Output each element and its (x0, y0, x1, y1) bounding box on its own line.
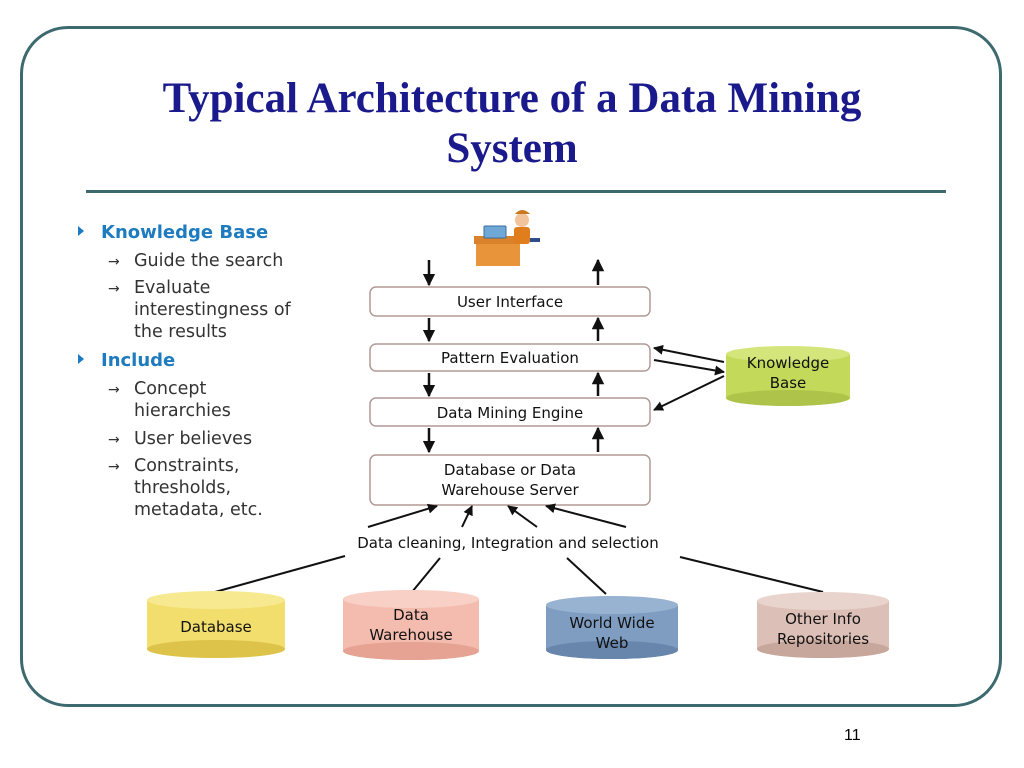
layer-data-mining-engine: Data Mining Engine (369, 397, 651, 427)
source-other-info-cylinder: Other Info Repositories (757, 592, 889, 658)
sub-bullet-text: interestingness of (134, 300, 291, 320)
person-at-desk-icon (474, 210, 540, 266)
bullet-heading-knowledge-base: Knowledge Base (78, 222, 268, 243)
slide-title: Typical Architecture of a Data Mining Sy… (162, 75, 862, 172)
sub-bullet-text: Guide the search (134, 251, 284, 271)
sub-bullet-text: User believes (134, 429, 253, 449)
source-connectors (214, 555, 824, 595)
source-label: Web (596, 634, 629, 652)
bullet-heading-include: Include (78, 350, 175, 371)
layer-label: Warehouse Server (441, 481, 579, 499)
layer-label: Data Mining Engine (437, 404, 584, 422)
source-world-wide-web-cylinder: World Wide Web (546, 596, 678, 659)
layer-label: Database or Data (444, 461, 576, 479)
layer-database-server: Database or Data Warehouse Server (369, 454, 651, 506)
knowledge-base-cylinder: Knowledge Base (726, 346, 850, 406)
knowledge-base-arrows (653, 344, 725, 411)
sub-bullet: → Guide the search (108, 250, 283, 273)
source-label: Data (393, 606, 429, 624)
source-database-cylinder: Database (147, 591, 285, 658)
layer-pattern-evaluation: Pattern Evaluation (369, 343, 651, 372)
sub-bullet-text: Constraints, (134, 456, 240, 476)
sub-bullet-text: Concept (134, 379, 207, 399)
arrow-bullet-icon: → (108, 459, 120, 475)
integration-label: Data cleaning, Integration and selection (357, 534, 659, 552)
arrow-bullet-icon: → (108, 281, 120, 297)
triangle-bullet-icon (78, 354, 84, 364)
layer-label: Pattern Evaluation (441, 349, 579, 367)
layer-label: User Interface (457, 293, 563, 311)
knowledge-base-label: Knowledge (747, 354, 829, 372)
flow-arrows (422, 258, 605, 454)
bullet-heading-text: Knowledge Base (101, 222, 269, 243)
arrow-bullet-icon: → (108, 382, 120, 398)
sub-bullet: → Constraints, thresholds, metadata, etc… (108, 455, 263, 521)
slide-frame (20, 26, 1002, 707)
arrow-bullet-icon: → (108, 254, 120, 270)
source-label: Other Info (785, 610, 861, 628)
source-label: Warehouse (369, 626, 452, 644)
sub-bullet-text: hierarchies (134, 401, 231, 421)
sub-bullet-text: the results (134, 322, 227, 342)
arrow-bullet-icon: → (108, 432, 120, 448)
sub-bullet-text: metadata, etc. (134, 500, 263, 520)
bullet-heading-text: Include (101, 350, 176, 371)
sub-bullet: → User believes (108, 428, 252, 451)
knowledge-base-label: Base (770, 374, 807, 392)
triangle-bullet-icon (78, 226, 84, 236)
source-label: Repositories (777, 630, 869, 648)
source-label: Database (180, 618, 252, 636)
sub-bullet-text: Evaluate (134, 278, 211, 298)
sub-bullet: → Evaluate interestingness of the result… (108, 277, 291, 343)
sub-bullet-text: thresholds, (134, 478, 232, 498)
title-divider (86, 190, 946, 193)
page-number: 11 (844, 727, 861, 744)
layer-user-interface: User Interface (369, 286, 651, 317)
source-data-warehouse-cylinder: Data Warehouse (343, 590, 479, 660)
sub-bullet: → Concept hierarchies (108, 378, 231, 422)
integration-arrows (367, 503, 627, 528)
source-label: World Wide (569, 614, 654, 632)
